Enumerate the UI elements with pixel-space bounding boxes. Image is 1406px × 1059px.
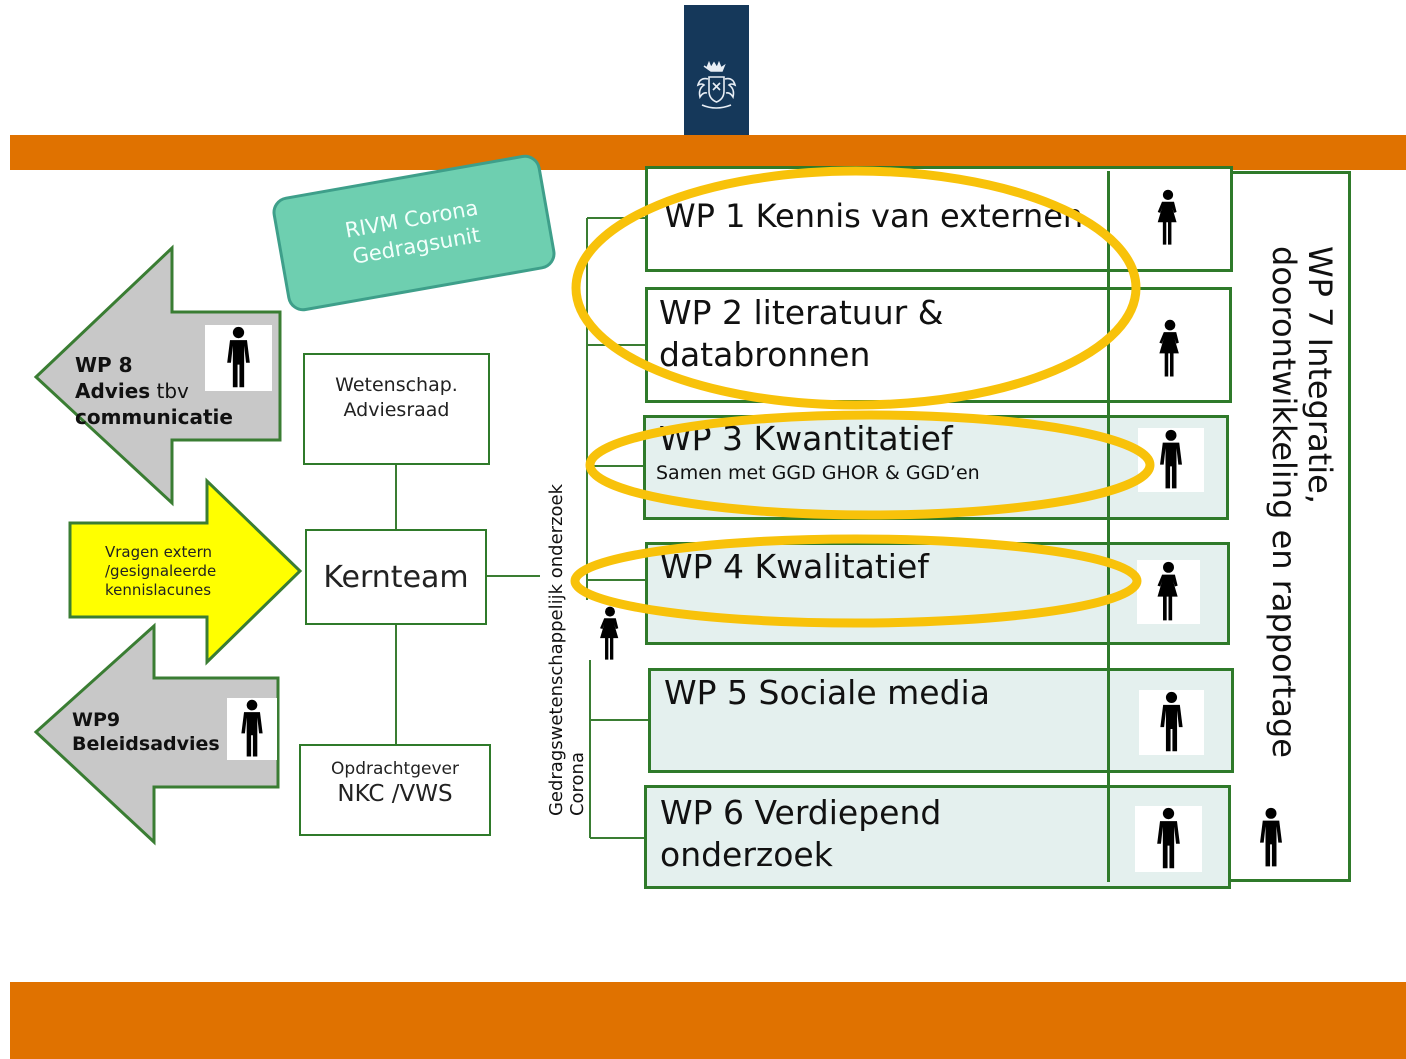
wp6-line1: WP 6 Verdiepend [660,793,942,832]
advisory-line1: Wetenschap. [335,374,458,396]
wp5-title: WP 5 Sociale media [664,673,990,712]
wp6-person [1135,806,1202,872]
person-male-icon [1160,429,1182,489]
wp8-advies: Advies [75,379,151,403]
wp2-person [1150,318,1190,380]
wp5-box [648,668,1234,773]
wp8-tbv: tbv [150,379,189,403]
input-arrow [68,477,303,666]
wp6-title: WP 6 Verdiepend onderzoek [660,792,941,876]
wp1-person [1148,188,1188,248]
wp4-person [1137,560,1200,624]
wp6-box [644,785,1231,889]
person-male-icon [1260,807,1282,867]
wp7-left-edge [1107,171,1110,882]
wp8-line3: communicatie [75,405,233,429]
wp7-label: WP 7 Integratie, doorontwikkeling en rap… [1265,246,1339,758]
wp7-person [1250,806,1292,870]
wp2-title: WP 2 literatuur & databronnen [659,292,943,376]
client-line1: Opdrachtgever [331,759,459,779]
person-female-icon [600,606,619,660]
person-male-icon [1157,807,1180,869]
kernteam-box: Kernteam [305,529,487,625]
wp9-person-bg [227,698,277,760]
person-male-icon [227,326,250,388]
input-label: Vragen extern /gesignaleerde kennislacun… [105,543,216,600]
advisory-board-box: Wetenschap. Adviesraad [303,353,490,465]
wp5-person [1139,690,1204,755]
wp8-person-bg [205,325,272,391]
person-male-icon [241,699,263,757]
coat-of-arms-icon [696,60,737,109]
person-female-icon [1157,189,1177,245]
person-female-icon [1157,561,1178,621]
input-line2: /gesignaleerde [105,562,217,580]
wp9-label: WP9 Beleidsadvies [72,708,232,756]
wp9-line2: Beleidsadvies [72,733,220,755]
wp3-subtitle: Samen met GGD GHOR & GGD’en [656,462,980,484]
wp2-line2: databronnen [659,335,871,374]
vertical-label-line2: Corona [567,752,588,817]
bracket-person [593,605,627,663]
wp8-title: WP 8 [75,353,133,377]
wp8-label: WP 8 Advies tbv communicatie [75,352,233,430]
vertical-label-line1: Gedragswetenschappelijk onderzoek [546,483,567,817]
kernteam-label: Kernteam [323,559,469,595]
wp4-title: WP 4 Kwalitatief [660,547,929,586]
person-female-icon [1159,319,1179,377]
bottom-band [10,982,1406,1059]
input-line1: Vragen extern [105,543,213,561]
wp9-arrow [33,622,280,846]
person-male-icon [1160,691,1183,752]
wp6-line2: onderzoek [660,835,833,874]
wp3-title: WP 3 Kwantitatief [659,419,953,458]
wp8-line2: Advies tbv [75,378,233,404]
wp1-title: WP 1 Kennis van externen [664,197,1084,235]
wp2-line1: WP 2 literatuur & [659,293,944,332]
vertical-label: Gedragswetenschappelijk onderzoek Corona [546,484,588,816]
logo-block [684,5,749,135]
client-line2: NKC /VWS [337,781,453,807]
wp3-person [1138,428,1204,492]
client-box: Opdrachtgever NKC /VWS [299,744,491,836]
wp-bracket [586,217,648,839]
wp9-title: WP9 [72,709,121,731]
wp7-line1: WP 7 Integratie, [1301,246,1339,504]
wp7-line2: doorontwikkeling en rapportage [1265,246,1303,758]
input-line3: kennislacunes [105,581,212,599]
top-band [10,135,1406,170]
wp8-arrow [33,244,282,507]
advisory-line2: Adviesraad [343,399,450,421]
